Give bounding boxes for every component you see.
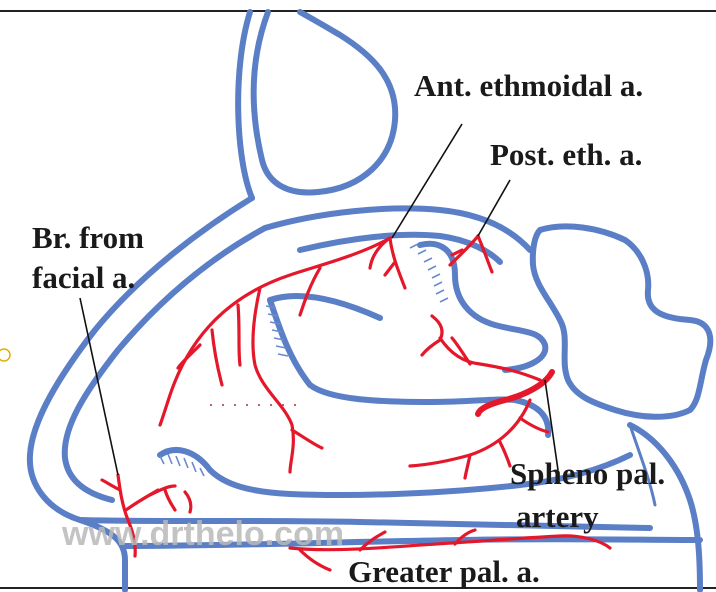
spheno-branch-upper-b	[452, 338, 470, 364]
hatch-superior	[410, 244, 448, 302]
spheno-branch-lower-b	[465, 455, 470, 478]
greater-pal-branch-c	[300, 550, 330, 570]
facial-branch-c	[150, 486, 175, 495]
sphenopalatine-artery-trunk	[478, 372, 552, 414]
spheno-branch-upper-d	[432, 316, 442, 340]
ant-eth-branch-i	[178, 345, 200, 368]
frontal-sinus-outline	[254, 12, 396, 193]
label-br-from-facial-line2: facial a.	[32, 260, 135, 295]
watermark: www.drthelo.com	[61, 515, 344, 553]
ant-eth-branch-f	[292, 430, 322, 448]
ant-eth-branch-c	[385, 262, 395, 275]
ant-eth-branch-g	[238, 305, 240, 365]
facial-branch-d	[165, 490, 175, 510]
label-spheno-pal-line1: Spheno pal.	[510, 456, 665, 491]
label-greater-palatine: Greater pal. a.	[348, 554, 540, 589]
ant-eth-branch-d	[300, 268, 320, 315]
nasal-roof-inner	[300, 235, 500, 262]
sphenoid-sinus-outline	[533, 226, 710, 416]
mucosa-hatching	[160, 244, 448, 476]
leader-ant-ethmoidal	[392, 124, 462, 238]
middle-turbinate-upper	[270, 296, 380, 318]
facial-branch-e	[185, 492, 191, 512]
frontal-sinus-inner	[238, 12, 252, 198]
label-post-ethmoidal: Post. eth. a.	[490, 137, 642, 172]
label-spheno-pal-line2: artery	[516, 499, 599, 534]
label-br-from-facial-line1: Br. from	[32, 220, 144, 255]
ant-eth-branch-h	[212, 330, 222, 385]
posterior-wall	[630, 425, 700, 590]
superior-turbinate	[420, 244, 545, 370]
spheno-branch-lower-c	[500, 442, 510, 466]
spheno-branch-upper-c	[422, 340, 440, 355]
edge-marker	[0, 349, 10, 361]
label-ant-ethmoidal: Ant. ethmoidal a.	[414, 68, 643, 103]
